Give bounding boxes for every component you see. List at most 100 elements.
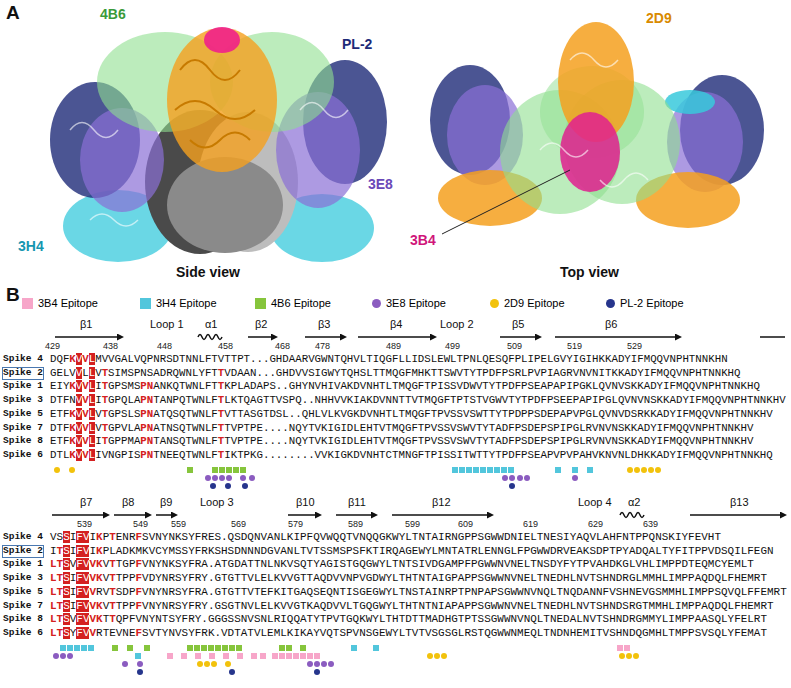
epitope-marker	[204, 661, 210, 667]
epitope-marker	[135, 653, 141, 659]
epitope-marker	[293, 653, 299, 659]
ribbon-strands	[175, 60, 255, 148]
sequence-name: Spike 5	[3, 587, 43, 598]
epitope-marker	[286, 645, 292, 651]
structure-label: PL-2	[342, 36, 372, 52]
epitope-marker	[67, 645, 73, 651]
legend-swatch	[606, 299, 615, 308]
epitope-marker	[127, 645, 133, 651]
sequence-name: Spike 8	[3, 614, 43, 625]
sequence-row: ETFKVVLVTGPSLSPNATQSQTWNLFTVTTASGTDSL..Q…	[50, 408, 773, 422]
epitope-marker	[60, 653, 66, 659]
residue-number: 509	[507, 341, 522, 351]
epitope-marker	[69, 467, 75, 473]
residue-number: 429	[45, 341, 60, 351]
residue-number: 629	[588, 519, 603, 529]
epitope-marker	[194, 645, 200, 651]
sequence-name: Spike 4	[3, 532, 43, 543]
epitope-marker	[67, 653, 73, 659]
epitope-marker	[587, 467, 593, 473]
epitope-marker	[572, 475, 578, 481]
epitope-marker	[222, 645, 228, 651]
beta-arrow	[52, 514, 108, 516]
structure-label: β6	[605, 318, 617, 331]
epitope-marker	[54, 467, 60, 473]
residue-number: 529	[627, 341, 642, 351]
epitope-marker	[233, 467, 239, 473]
epitope-marker	[626, 653, 632, 659]
epitope-marker	[205, 475, 211, 481]
epitope-marker	[314, 661, 320, 667]
epitope-marker	[648, 467, 654, 473]
epitope-marker	[314, 669, 320, 675]
epitope-marker	[187, 645, 193, 651]
epitope-marker	[219, 475, 225, 481]
epitope-marker	[286, 653, 292, 659]
structure-label: β3	[318, 318, 330, 331]
epitope-marker	[212, 475, 218, 481]
sequence-row: ETFKVVLITGPPMAPNTANSQTWNLFTTVPTPE....NQY…	[50, 435, 753, 449]
epitope-marker	[328, 661, 334, 667]
epitope-marker	[627, 467, 633, 473]
epitope-marker	[641, 467, 647, 473]
epitope-marker	[434, 653, 440, 659]
epitope-marker	[509, 475, 515, 481]
legend-text: 3B4 Epitope	[38, 297, 98, 309]
residue-number: 519	[567, 341, 582, 351]
sequence-row: LTSIFVVKVTTPPFVNYNRSYFRY.GSGTNVLELKVVGTK…	[50, 600, 774, 614]
structure-label: Loop 3	[200, 496, 234, 509]
sequence-row: DTFKVVLVTGPVLAPNATNSQTWNLFTTVPTPE....NQY…	[50, 422, 753, 436]
sequence-name: Spike 8	[3, 436, 43, 447]
residue-number: 458	[218, 341, 233, 351]
sequence-name: Spike 7	[3, 601, 43, 612]
legend-item: 3E8 Epitope	[372, 297, 446, 309]
residue-number: 579	[288, 519, 303, 529]
ribbon-strands	[540, 53, 648, 187]
legend-text: 2D9 Epitope	[504, 297, 565, 309]
epitope-marker	[208, 645, 214, 651]
epitope-marker	[209, 653, 215, 659]
epitope-marker	[229, 669, 235, 675]
epitope-marker	[502, 475, 508, 481]
epitope-marker	[249, 475, 255, 481]
panel-letter: B	[6, 284, 20, 306]
epitope-marker	[74, 645, 80, 651]
epitope-marker	[617, 645, 623, 651]
leader-line	[442, 170, 570, 234]
legend-item: 3H4 Epitope	[140, 297, 217, 309]
epitope-marker	[307, 653, 313, 659]
structure-label: Side view	[176, 264, 240, 280]
epitope-marker	[279, 645, 285, 651]
beta-arrow	[555, 336, 680, 338]
epitope-marker	[137, 669, 143, 675]
epitope-marker	[466, 467, 472, 473]
epitope-markers	[53, 467, 661, 675]
legend-swatch	[490, 299, 499, 308]
epitope-marker	[480, 467, 486, 473]
sequence-name: Spike 1	[3, 381, 43, 392]
residue-number: 559	[171, 519, 186, 529]
secondary-structure	[55, 335, 785, 340]
epitope-marker	[226, 467, 232, 473]
structure-label: Loop 4	[578, 496, 612, 509]
sequence-name: Spike 5	[3, 409, 43, 420]
epitope-marker	[187, 467, 193, 473]
beta-arrow	[760, 336, 785, 338]
antibody-3b4	[560, 112, 620, 192]
beta-arrow	[156, 514, 176, 516]
epitope-marker	[351, 645, 357, 651]
helix-symbol	[198, 335, 222, 340]
residue-number: 499	[445, 341, 460, 351]
epitope-marker	[211, 661, 217, 667]
epitope-marker	[144, 645, 150, 651]
structure-label: 4B6	[100, 6, 126, 22]
epitope-marker	[137, 661, 143, 667]
structure-label: β1	[80, 318, 92, 331]
beta-arrow	[336, 514, 376, 516]
sequence-row: LTSVFVVKVTTGPFVNYNKSYFRA.ATGDATTNLNKVSQT…	[50, 558, 754, 572]
beta-arrow	[248, 336, 276, 338]
epitope-marker	[81, 645, 87, 651]
epitope-marker	[260, 653, 266, 659]
sequence-row: LTSVFVVKTTQPFVNYNTSYFRY.GGGSSNVSNLRIQQAT…	[50, 613, 767, 627]
